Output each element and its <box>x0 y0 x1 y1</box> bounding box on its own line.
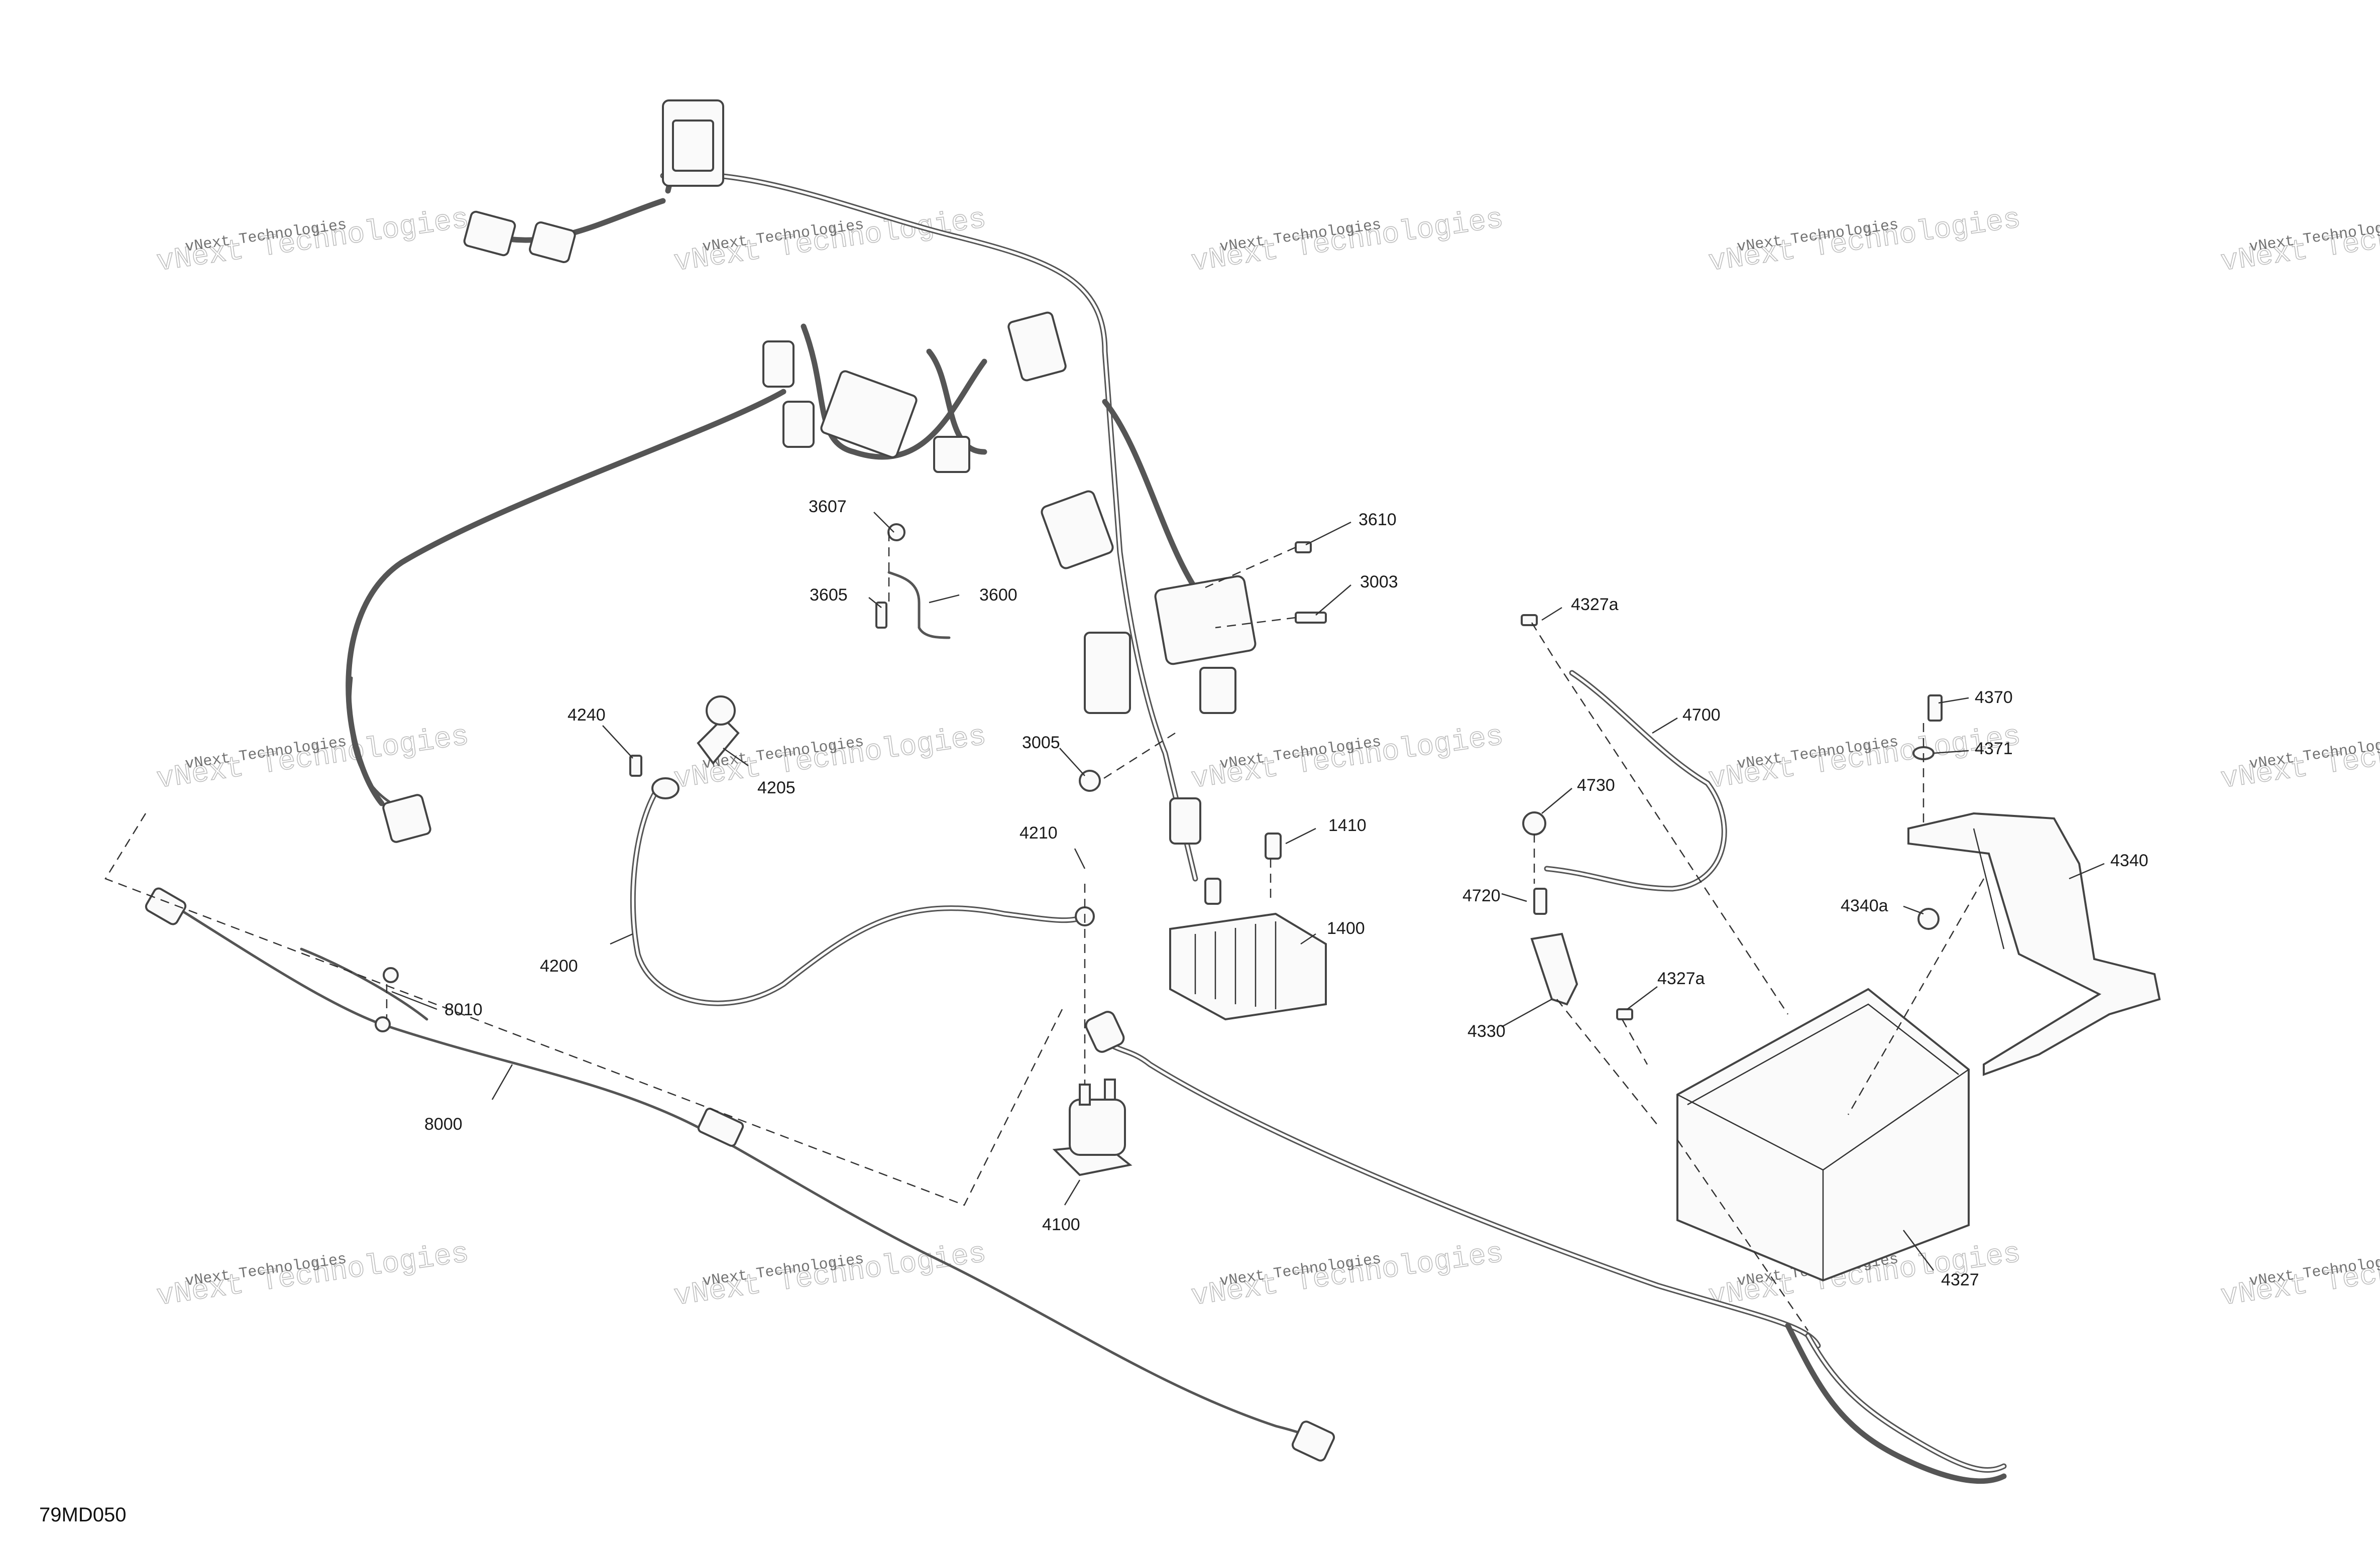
harness-connector <box>933 436 970 473</box>
screw <box>1616 1008 1633 1020</box>
terminal-post <box>1079 1084 1091 1106</box>
screw <box>1533 888 1547 915</box>
harness-connector <box>782 401 815 448</box>
terminal-cap <box>1085 1011 1125 1053</box>
callout-4100: 4100 <box>1042 1215 1080 1234</box>
terminal-boot-ring <box>706 695 736 726</box>
cable-tie <box>375 1016 391 1032</box>
harness-connector <box>1199 667 1236 714</box>
terminal-boot <box>697 717 740 765</box>
harness-connector <box>529 221 576 263</box>
callout-1410: 1410 <box>1328 816 1367 835</box>
nut <box>887 523 905 541</box>
callout-3600: 3600 <box>979 585 1017 605</box>
callout-4327: 4327 <box>1941 1270 1979 1289</box>
harness-connector <box>463 210 516 257</box>
callout-3610: 3610 <box>1358 510 1397 529</box>
callout-1400: 1400 <box>1327 919 1365 938</box>
callout-3605: 3605 <box>810 585 848 605</box>
screw <box>1295 612 1327 624</box>
harness-connector <box>1084 632 1131 714</box>
callout-4340: 4340 <box>2110 851 2148 870</box>
starter-solenoid <box>1052 1011 1821 1349</box>
harness-connector <box>762 340 795 388</box>
harness-connector <box>382 794 431 843</box>
callout-4327a-top: 4327a <box>1571 595 1619 614</box>
screw <box>383 967 399 983</box>
callout-4327a-mid: 4327a <box>1657 969 1705 988</box>
callout-4340a: 4340a <box>1841 896 1888 915</box>
sensor-wire <box>145 887 1335 1462</box>
sensor-connector <box>1291 1420 1335 1462</box>
battery-cable <box>629 695 1095 1006</box>
callout-3003: 3003 <box>1360 572 1398 591</box>
harness-connector <box>1169 797 1201 845</box>
screw <box>1521 614 1538 626</box>
wire-clip <box>697 1108 744 1147</box>
solenoid-body <box>1069 1099 1126 1156</box>
nut <box>1522 811 1546 836</box>
terminal-cover <box>1530 932 1633 1020</box>
battery-negative-cable <box>1785 1323 2007 1484</box>
harness-connector <box>820 370 918 458</box>
harness-connector <box>1041 490 1114 569</box>
callout-4200: 4200 <box>540 957 578 976</box>
callout-4700: 4700 <box>1682 705 1721 725</box>
callout-3005: 3005 <box>1022 733 1060 752</box>
sensor-connector <box>145 887 187 925</box>
harness-connector <box>1007 311 1067 382</box>
ring-terminal <box>651 777 679 799</box>
battery-strap <box>1521 614 1727 915</box>
screw <box>1204 878 1221 905</box>
callout-labels: 3607 3605 3600 3610 3003 3005 4240 4205 … <box>424 497 2148 1289</box>
callout-4210: 4210 <box>1019 823 1058 843</box>
callout-8010: 8010 <box>444 1000 483 1019</box>
diagram-code: 79MD050 <box>39 1504 126 1526</box>
main-wiring-harness <box>346 99 1257 882</box>
callout-4205: 4205 <box>757 778 796 797</box>
screw <box>1928 694 1943 722</box>
voltage-regulator <box>1169 833 1327 1021</box>
callout-8000: 8000 <box>424 1115 463 1134</box>
callout-4730: 4730 <box>1577 776 1615 795</box>
battery <box>1676 988 1970 1282</box>
callout-3607: 3607 <box>809 497 847 516</box>
callout-4330: 4330 <box>1467 1022 1506 1041</box>
callout-4371: 4371 <box>1975 739 2013 758</box>
leader-lines <box>391 512 2105 1271</box>
callout-4370: 4370 <box>1975 688 2013 707</box>
callout-4240: 4240 <box>568 705 606 725</box>
assembly-lines <box>104 532 1985 1331</box>
terminal-post <box>1104 1079 1116 1101</box>
screw <box>875 602 887 629</box>
nut <box>1917 908 1940 930</box>
bolt <box>629 755 642 777</box>
battery-bracket <box>1907 694 2161 1076</box>
relay-module <box>1154 575 1257 665</box>
screw <box>1265 833 1282 860</box>
ground-strap <box>875 523 1327 792</box>
callout-4720: 4720 <box>1462 886 1501 905</box>
